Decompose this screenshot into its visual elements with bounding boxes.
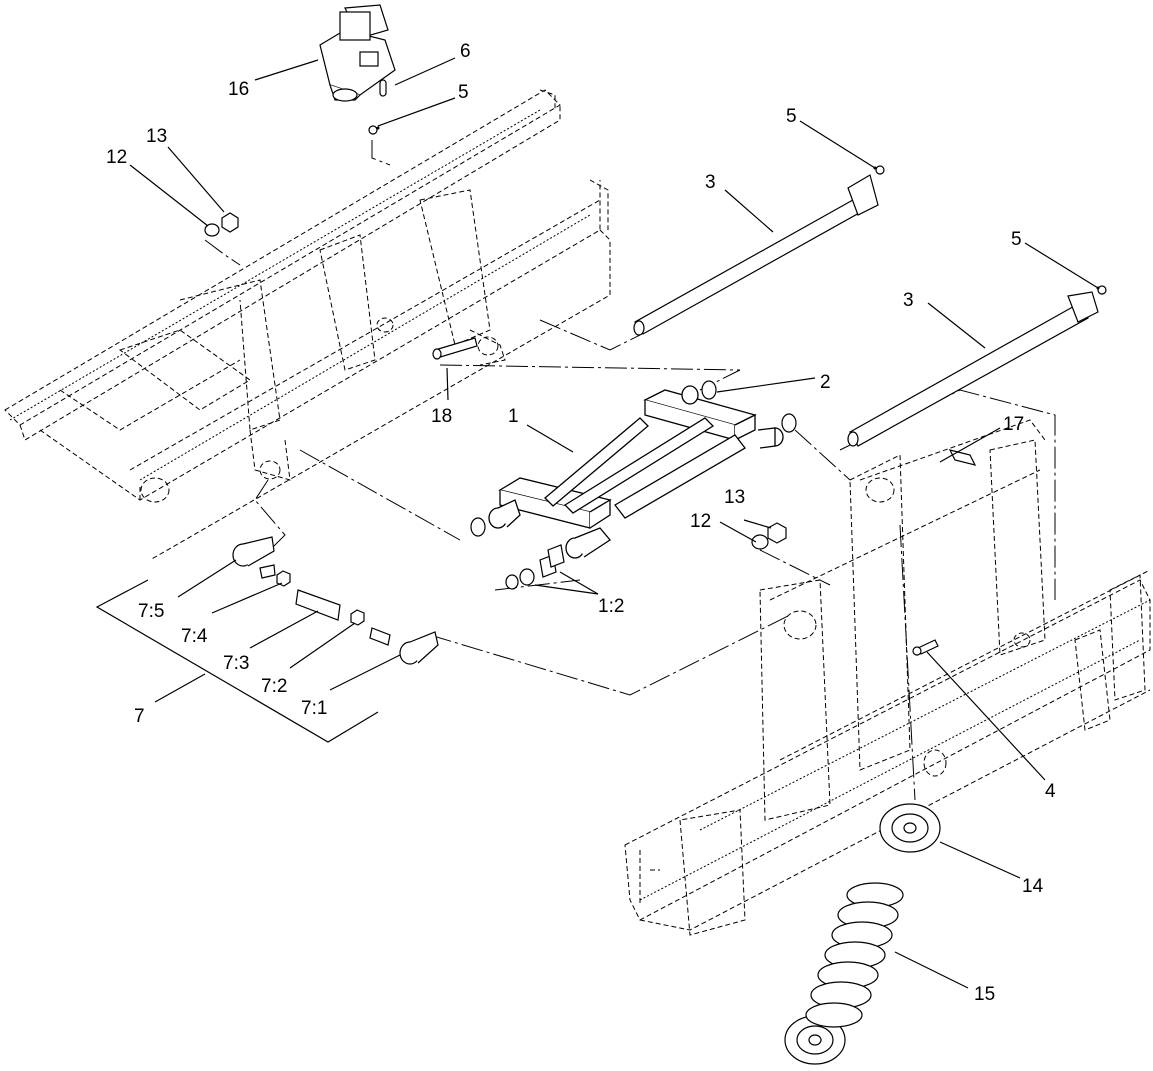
part-6-pin	[379, 79, 387, 97]
part-13-nut-upper	[221, 212, 239, 233]
callout-7-2: 7:2	[261, 676, 287, 697]
callout-14: 14	[1022, 876, 1044, 897]
callout-13-upper: 13	[146, 126, 167, 147]
leader-lines	[95, 57, 1100, 989]
part-12-washer-right	[751, 534, 769, 550]
callout-12-upper: 12	[106, 147, 127, 168]
callout-16: 16	[228, 79, 249, 100]
front-frame-ghost	[624, 419, 1151, 936]
callout-4: 4	[1045, 781, 1056, 802]
callout-3-upper: 3	[705, 172, 716, 193]
part-3-rod-lower	[847, 285, 1107, 447]
callout-6: 6	[460, 41, 471, 62]
callout-17: 17	[1003, 414, 1024, 435]
callout-5-rod-upper: 5	[786, 106, 797, 127]
part-4-bolt	[912, 639, 939, 656]
part-18-pin	[432, 337, 478, 360]
callout-2: 2	[820, 372, 831, 393]
callout-5-sensor: 5	[458, 82, 469, 103]
part-1-2-bushings	[505, 544, 565, 590]
callout-13-right: 13	[724, 487, 745, 508]
callout-1: 1	[508, 406, 519, 427]
callouts: 16 6 5 13 12 5 3 5 3 2 18 1 17 13 12 1:2…	[106, 41, 1056, 1005]
callout-5-rod-lower: 5	[1011, 229, 1022, 250]
callout-15: 15	[974, 984, 995, 1005]
part-2-washer-b	[781, 413, 797, 433]
part-7-link-assembly	[232, 536, 439, 665]
part-2-washer-a	[701, 380, 717, 400]
callout-18: 18	[431, 406, 452, 427]
part-17-decal	[948, 449, 977, 466]
part-14-spring-seat-lower	[784, 1015, 846, 1065]
part-12-washer-upper	[204, 223, 220, 237]
part-2-washer-c	[470, 517, 486, 537]
callout-7: 7	[134, 706, 145, 727]
part-15-spring	[805, 882, 904, 1028]
part-5-screw-upper	[368, 125, 378, 135]
part-1-swing-arm	[488, 385, 784, 559]
callout-1-2: 1:2	[598, 596, 624, 617]
callout-7-4: 7:4	[181, 626, 208, 647]
rear-frame-ghost	[4, 89, 611, 561]
part-14-spring-seat	[879, 803, 941, 853]
callout-12-right: 12	[690, 511, 711, 532]
callout-7-1: 7:1	[301, 698, 327, 719]
part-3-rod-upper	[633, 165, 885, 336]
part-13-nut-right	[767, 522, 787, 544]
callout-7-3: 7:3	[223, 653, 249, 674]
callout-3-lower: 3	[903, 290, 914, 311]
callout-7-5: 7:5	[138, 601, 164, 622]
part-16-sensor-assembly	[319, 4, 396, 102]
